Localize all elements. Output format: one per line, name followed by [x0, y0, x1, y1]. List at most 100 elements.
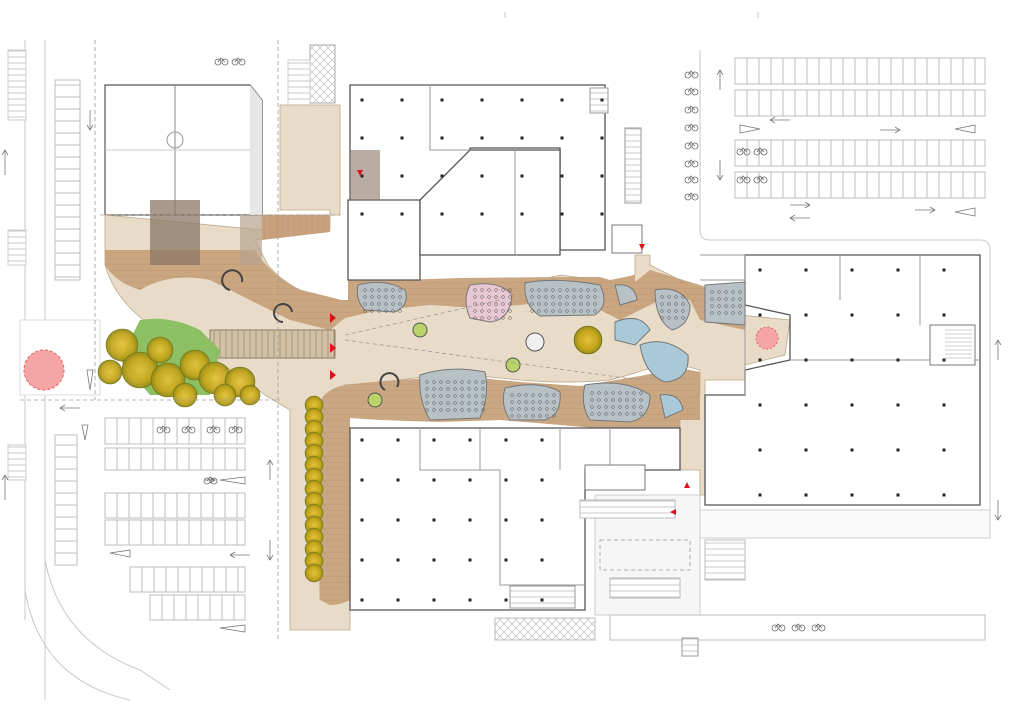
parking-lot-southwest	[19, 319, 246, 621]
column-dot-icon	[758, 268, 762, 272]
column-dot-icon	[432, 598, 436, 602]
column-dot-icon	[942, 313, 946, 317]
column-dot-icon	[896, 403, 900, 407]
column-dot-icon	[360, 518, 364, 522]
column-dot-icon	[360, 212, 364, 216]
column-dot-icon	[540, 598, 544, 602]
column-dot-icon	[942, 358, 946, 362]
bicycle-icon	[181, 425, 196, 434]
column-dot-icon	[758, 493, 762, 497]
column-dot-icon	[758, 448, 762, 452]
bicycle-icon	[684, 70, 699, 79]
column-dot-icon	[540, 478, 544, 482]
column-dot-icon	[560, 212, 564, 216]
column-dot-icon	[468, 558, 472, 562]
column-dot-icon	[400, 98, 404, 102]
column-dot-icon	[360, 598, 364, 602]
pink-plaza-circle-east	[755, 326, 779, 350]
bicycle-icon	[156, 425, 171, 434]
column-dot-icon	[896, 313, 900, 317]
slatted-bench-deck	[209, 329, 336, 359]
column-dot-icon	[468, 598, 472, 602]
column-dot-icon	[480, 174, 484, 178]
column-dot-icon	[440, 136, 444, 140]
column-dot-icon	[440, 212, 444, 216]
wood-deck	[105, 200, 745, 605]
column-dot-icon	[942, 403, 946, 407]
column-dot-icon	[804, 448, 808, 452]
pink-plaza-circle	[23, 349, 65, 391]
column-dot-icon	[504, 598, 508, 602]
column-dot-icon	[850, 358, 854, 362]
column-dot-icon	[360, 558, 364, 562]
tree-icon	[97, 359, 123, 385]
round-planters	[221, 269, 545, 408]
column-dot-icon	[600, 174, 604, 178]
tree-canopy-west	[97, 328, 261, 408]
column-dot-icon	[850, 268, 854, 272]
tree-icon	[172, 382, 198, 408]
bicycle-icon	[811, 623, 826, 632]
bicycle-icon	[206, 425, 221, 434]
column-dot-icon	[540, 518, 544, 522]
column-dot-icon	[504, 558, 508, 562]
column-dot-icon	[520, 136, 524, 140]
red-entrance-arrow-icon	[330, 313, 336, 323]
column-dot-icon	[600, 98, 604, 102]
bicycle-icon	[736, 175, 751, 184]
retail-block-east	[700, 254, 981, 506]
column-dot-icon	[360, 136, 364, 140]
column-dot-icon	[396, 518, 400, 522]
left-street	[7, 40, 171, 701]
column-dot-icon	[540, 438, 544, 442]
bicycle-icon	[771, 623, 786, 632]
escalator-north	[589, 87, 643, 254]
column-dot-icon	[480, 136, 484, 140]
residential-building	[104, 84, 263, 216]
column-dot-icon	[896, 493, 900, 497]
column-dot-icon	[396, 558, 400, 562]
parking-bays-left-top	[54, 79, 81, 281]
column-dot-icon	[504, 518, 508, 522]
bicycle-icon	[228, 425, 243, 434]
column-dot-icon	[804, 403, 808, 407]
column-dot-icon	[758, 358, 762, 362]
column-dot-icon	[504, 438, 508, 442]
bicycle-icon	[684, 87, 699, 96]
column-dot-icon	[432, 518, 436, 522]
column-dot-icon	[396, 478, 400, 482]
column-dot-icon	[468, 478, 472, 482]
column-dot-icon	[360, 478, 364, 482]
south-east-forecourt	[494, 464, 991, 657]
column-dot-icon	[432, 558, 436, 562]
column-dot-icon	[520, 174, 524, 178]
bicycle-icon	[684, 105, 699, 114]
red-entrance-arrow-icon	[330, 343, 336, 353]
column-dot-icon	[600, 136, 604, 140]
tree-icon	[304, 563, 324, 583]
column-dot-icon	[758, 313, 762, 317]
tree-icon	[146, 336, 174, 364]
bicycle-icon	[231, 57, 246, 66]
column-dot-icon	[850, 403, 854, 407]
column-dot-icon	[758, 403, 762, 407]
column-dot-icon	[396, 598, 400, 602]
column-dot-icon	[560, 136, 564, 140]
column-dot-icon	[440, 98, 444, 102]
column-dot-icon	[400, 136, 404, 140]
red-entrance-arrow-icon	[670, 509, 676, 515]
bicycle-icon	[214, 57, 229, 66]
bicycle-icon	[203, 476, 218, 485]
column-dot-icon	[468, 518, 472, 522]
column-dot-icon	[804, 358, 808, 362]
tree-icon	[213, 383, 237, 407]
column-dot-icon	[560, 98, 564, 102]
column-dot-icon	[600, 212, 604, 216]
column-dot-icon	[896, 358, 900, 362]
structural-columns	[360, 98, 946, 602]
red-entrance-arrow-icon	[639, 244, 645, 250]
dark-wood-entry	[150, 200, 200, 265]
bicycle-icon	[684, 123, 699, 132]
bicycle-icon	[753, 147, 768, 156]
